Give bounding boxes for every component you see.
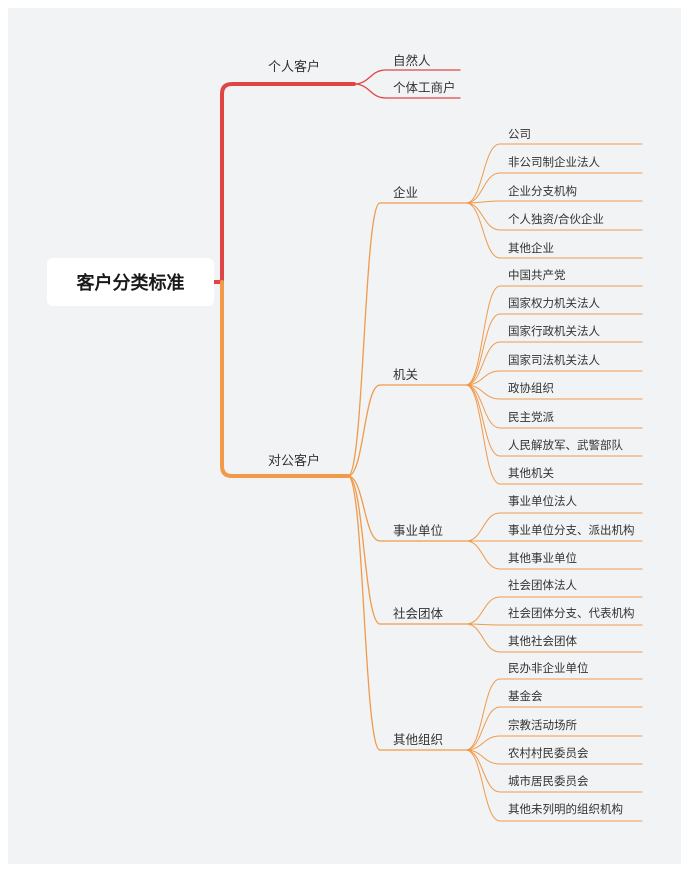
- leaf-other-unlisted-organization[interactable]: 其他未列明的组织机构: [508, 802, 623, 816]
- edge-individual-business: [353, 83, 461, 99]
- edge-enterprise-leaf-2: [465, 200, 643, 204]
- edge-enterprise-leaf-4: [465, 202, 643, 259]
- edge-public-institution-leaf-2: [465, 540, 643, 570]
- node-individual-business[interactable]: 个体工商户: [393, 80, 456, 95]
- root-label: 客户分类标准: [76, 273, 185, 294]
- edge-enterprise: [347, 202, 467, 477]
- leaf-religious-venue[interactable]: 宗教活动场所: [508, 718, 577, 732]
- edge-other-organization-leaf-0: [465, 678, 643, 751]
- node-government-organ[interactable]: 机关: [393, 367, 419, 382]
- leaf-other-public-institution[interactable]: 其他事业单位: [508, 551, 577, 565]
- leaf-other-organ[interactable]: 其他机关: [508, 466, 554, 480]
- edge-government-organ-leaf-2: [465, 341, 643, 386]
- leaf-pla-armed-police[interactable]: 人民解放军、武警部队: [508, 438, 623, 452]
- mindmap-canvas: [8, 8, 681, 864]
- edge-other-organization-leaf-3: [465, 749, 643, 765]
- edge-social-organization-leaf-2: [465, 623, 643, 653]
- edge-social-organization-leaf-0: [465, 596, 643, 625]
- leaf-state-judicial-organ[interactable]: 国家司法机关法人: [508, 353, 600, 367]
- leaf-state-administrative-organ[interactable]: 国家行政机关法人: [508, 324, 600, 338]
- edge-other-organization-leaf-4: [465, 749, 643, 793]
- edge-government-organ-leaf-1: [465, 313, 643, 386]
- leaf-cppcc-organization[interactable]: 政协组织: [508, 381, 554, 395]
- leaf-non-company-enterprise-legal-person[interactable]: 非公司制企业法人: [508, 155, 600, 169]
- leaf-company[interactable]: 公司: [508, 127, 531, 141]
- node-natural-person[interactable]: 自然人: [393, 53, 431, 68]
- edge-enterprise-leaf-1: [465, 172, 643, 204]
- node-social-organization[interactable]: 社会团体: [393, 606, 444, 621]
- edge-enterprise-leaf-0: [465, 143, 643, 204]
- root-node[interactable]: 客户分类标准: [47, 258, 214, 306]
- edge-other-organization-leaf-5: [465, 749, 643, 822]
- node-public-institution[interactable]: 事业单位: [393, 523, 444, 538]
- edge-enterprise-leaf-3: [465, 202, 643, 231]
- leaf-urban-residents-committee[interactable]: 城市居民委员会: [508, 774, 589, 788]
- edge-corporate-client: [220, 280, 350, 478]
- leaf-enterprise-branch[interactable]: 企业分支机构: [508, 184, 577, 198]
- leaf-private-non-enterprise[interactable]: 民办非企业单位: [508, 661, 589, 675]
- edge-personal-client: [220, 82, 356, 284]
- leaf-village-committee[interactable]: 农村村民委员会: [508, 746, 589, 760]
- edge-natural-person: [353, 69, 461, 85]
- edge-other-organization-leaf-1: [465, 706, 643, 751]
- edge-public-institution-leaf-0: [465, 512, 643, 542]
- edge-public-institution: [347, 475, 467, 542]
- leaf-cpc[interactable]: 中国共产党: [508, 268, 566, 282]
- edge-social-organization: [347, 475, 467, 625]
- leaf-state-power-organ[interactable]: 国家权力机关法人: [508, 296, 600, 310]
- leaf-foundation[interactable]: 基金会: [508, 689, 543, 703]
- node-other-organization[interactable]: 其他组织: [393, 732, 444, 747]
- edge-other-organization: [347, 475, 467, 751]
- edge-social-organization-leaf-1: [465, 623, 643, 626]
- leaf-other-social-organization[interactable]: 其他社会团体: [508, 634, 577, 648]
- leaf-public-institution-branch[interactable]: 事业单位分支、派出机构: [508, 523, 635, 537]
- leaf-social-organization-branch[interactable]: 社会团体分支、代表机构: [508, 606, 635, 620]
- leaf-sole-proprietorship-partnership[interactable]: 个人独资/合伙企业: [508, 212, 604, 226]
- edge-government-organ-leaf-7: [465, 384, 643, 485]
- leaf-democratic-party[interactable]: 民主党派: [508, 410, 554, 424]
- edge-government-organ-leaf-4: [465, 384, 643, 400]
- edge-other-organization-leaf-2: [465, 735, 643, 751]
- edge-government-organ-leaf-5: [465, 384, 643, 429]
- edge-government-organ-leaf-0: [465, 285, 643, 386]
- edge-government-organ-leaf-3: [465, 370, 643, 386]
- node-enterprise[interactable]: 企业: [393, 185, 419, 200]
- branch-corporate-client[interactable]: 对公客户: [268, 454, 321, 469]
- edge-government-organ: [347, 384, 467, 477]
- leaf-other-enterprise[interactable]: 其他企业: [508, 241, 554, 255]
- branch-personal-client[interactable]: 个人客户: [268, 60, 321, 75]
- leaf-social-organization-legal-person[interactable]: 社会团体法人: [508, 578, 577, 592]
- leaf-public-institution-legal-person[interactable]: 事业单位法人: [508, 494, 577, 508]
